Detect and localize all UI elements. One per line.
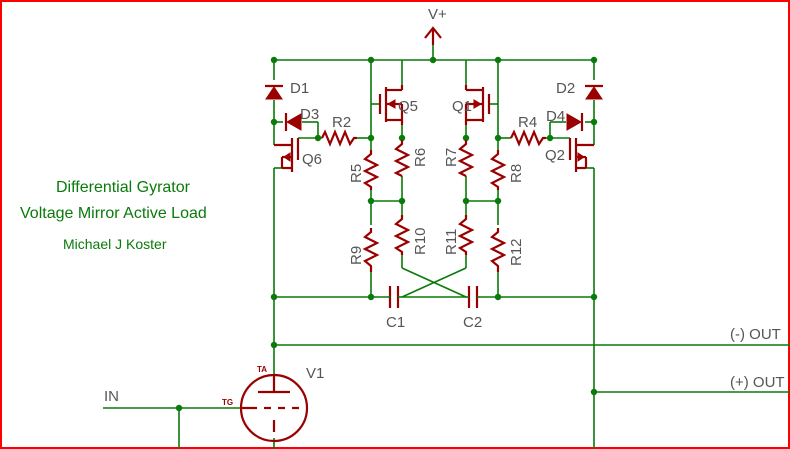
label-q5: Q5	[398, 98, 418, 115]
label-d1: D1	[290, 80, 309, 97]
label-r11: R11	[443, 229, 460, 255]
mosfet-q5	[378, 85, 404, 125]
resistor-r12	[489, 228, 507, 272]
label-out-pos: (+) OUT	[730, 374, 785, 391]
mosfet-q1	[464, 85, 491, 125]
label-r10: R10	[412, 227, 429, 255]
label-r9: R9	[348, 246, 365, 265]
title-line1: Differential Gyrator	[56, 179, 191, 196]
resistor-r9	[362, 228, 380, 272]
vacuum-tube-v1	[239, 373, 309, 443]
resistor-r2	[321, 129, 357, 147]
label-r7: R7	[443, 148, 460, 167]
resistor-r4	[510, 129, 546, 147]
label-q1: Q1	[452, 98, 472, 115]
diode-d3	[284, 113, 302, 131]
label-d4: D4	[546, 108, 565, 125]
label-r12: R12	[508, 238, 525, 266]
label-r5: R5	[348, 164, 365, 183]
capacitor-c1	[387, 286, 402, 308]
label-d3: D3	[300, 106, 319, 123]
mosfet-q2	[568, 138, 594, 172]
diode-d1	[265, 84, 283, 100]
label-d2: D2	[556, 80, 575, 97]
vplus-supply	[424, 26, 442, 45]
pin-label-tg: TG	[222, 398, 233, 407]
label-out-neg: (-) OUT	[730, 326, 781, 343]
junctions	[175, 56, 598, 412]
label-r2: R2	[332, 114, 351, 131]
author-name: Michael J Koster	[63, 236, 167, 252]
label-in: IN	[104, 388, 119, 405]
resistor-r5	[362, 150, 380, 190]
diode-d2	[585, 84, 603, 100]
label-q2: Q2	[545, 147, 565, 164]
resistor-r7	[457, 140, 475, 177]
capacitor-c2	[466, 286, 480, 308]
mosfet-q6	[274, 138, 300, 172]
pin-label-ta: TA	[257, 365, 267, 374]
label-v1: V1	[306, 365, 324, 382]
diode-d4	[566, 113, 584, 131]
resistor-r10	[393, 215, 411, 255]
label-r4: R4	[518, 114, 537, 131]
label-vplus: V+	[428, 6, 447, 23]
resistor-r8	[489, 150, 507, 190]
label-c1: C1	[386, 314, 405, 331]
resistor-r6	[393, 140, 411, 177]
title-line2: Voltage Mirror Active Load	[20, 205, 207, 222]
label-q6: Q6	[302, 151, 322, 168]
label-r8: R8	[508, 164, 525, 183]
resistor-r11	[457, 215, 475, 255]
label-c2: C2	[463, 314, 482, 331]
label-r6: R6	[412, 148, 429, 167]
